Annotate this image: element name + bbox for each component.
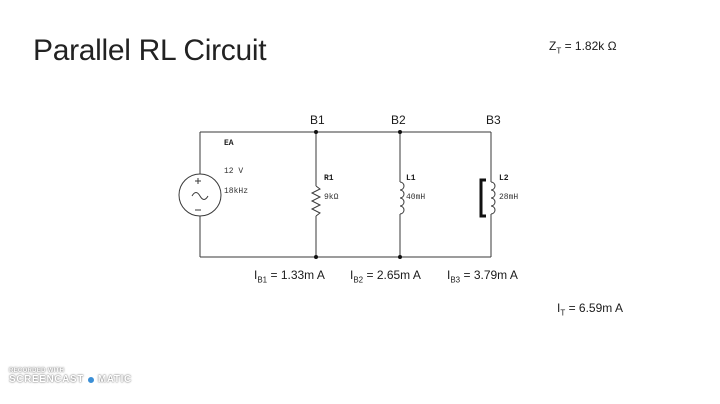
ib1-value: = 1.33m A [270, 268, 325, 282]
zt-value: = 1.82k Ω [564, 39, 617, 53]
watermark-line1: RECORDED WITH [9, 368, 65, 374]
resistor-r1-symbol [310, 185, 322, 217]
source-frequency: 18kHz [224, 187, 249, 196]
watermark-right: MATIC [97, 374, 132, 385]
screencast-watermark: RECORDED WITH SCREENCAST MATIC [9, 368, 132, 385]
junction-dot-b1-bottom [314, 255, 318, 259]
ib1-symbol: I [254, 268, 258, 282]
inductor-l2-core [479, 178, 486, 218]
it-symbol: I [557, 301, 561, 315]
ac-source-symbol [178, 173, 222, 217]
junction-dot-b2-top [398, 130, 402, 134]
ac-sine-wave [191, 192, 209, 200]
ib3-subscript: B3 [450, 275, 461, 285]
inductor-l2-symbol [490, 181, 496, 215]
zt-symbol: Z [549, 39, 557, 53]
ib2-symbol: I [350, 268, 354, 282]
branch-current-b3: IB3 = 3.79m A [447, 268, 518, 284]
total-impedance-label: ZT = 1.82k Ω [549, 39, 617, 55]
node-label-b1: B1 [310, 113, 325, 127]
ib1-subscript: B1 [257, 275, 268, 285]
watermark-logo: SCREENCAST MATIC [9, 374, 132, 385]
l2-name: L2 [499, 174, 509, 183]
branch-current-b1: IB1 = 1.33m A [254, 268, 325, 284]
zt-subscript: T [556, 46, 562, 56]
it-value: = 6.59m A [568, 301, 623, 315]
l1-value: 40mH [406, 193, 426, 202]
node-label-b3: B3 [486, 113, 501, 127]
ib3-value: = 3.79m A [463, 268, 518, 282]
source-name: EA [224, 139, 234, 148]
node-label-b2: B2 [391, 113, 406, 127]
page-title: Parallel RL Circuit [33, 34, 267, 67]
r1-value: 9kΩ [324, 193, 339, 202]
total-current: IT = 6.59m A [557, 301, 623, 317]
watermark-left: SCREENCAST [9, 374, 84, 385]
watermark-dot-icon [85, 374, 96, 385]
ib3-symbol: I [447, 268, 451, 282]
source-voltage: 12 V [224, 167, 244, 176]
r1-name: R1 [324, 174, 334, 183]
l1-name: L1 [406, 174, 416, 183]
l2-value: 28mH [499, 193, 519, 202]
ib2-subscript: B2 [353, 275, 364, 285]
ib2-value: = 2.65m A [366, 268, 421, 282]
inductor-l1-symbol [399, 181, 405, 215]
branch-current-b2: IB2 = 2.65m A [350, 268, 421, 284]
junction-dot-b2-bottom [398, 255, 402, 259]
it-subscript: T [560, 308, 566, 318]
junction-dot-b1-top [314, 130, 318, 134]
